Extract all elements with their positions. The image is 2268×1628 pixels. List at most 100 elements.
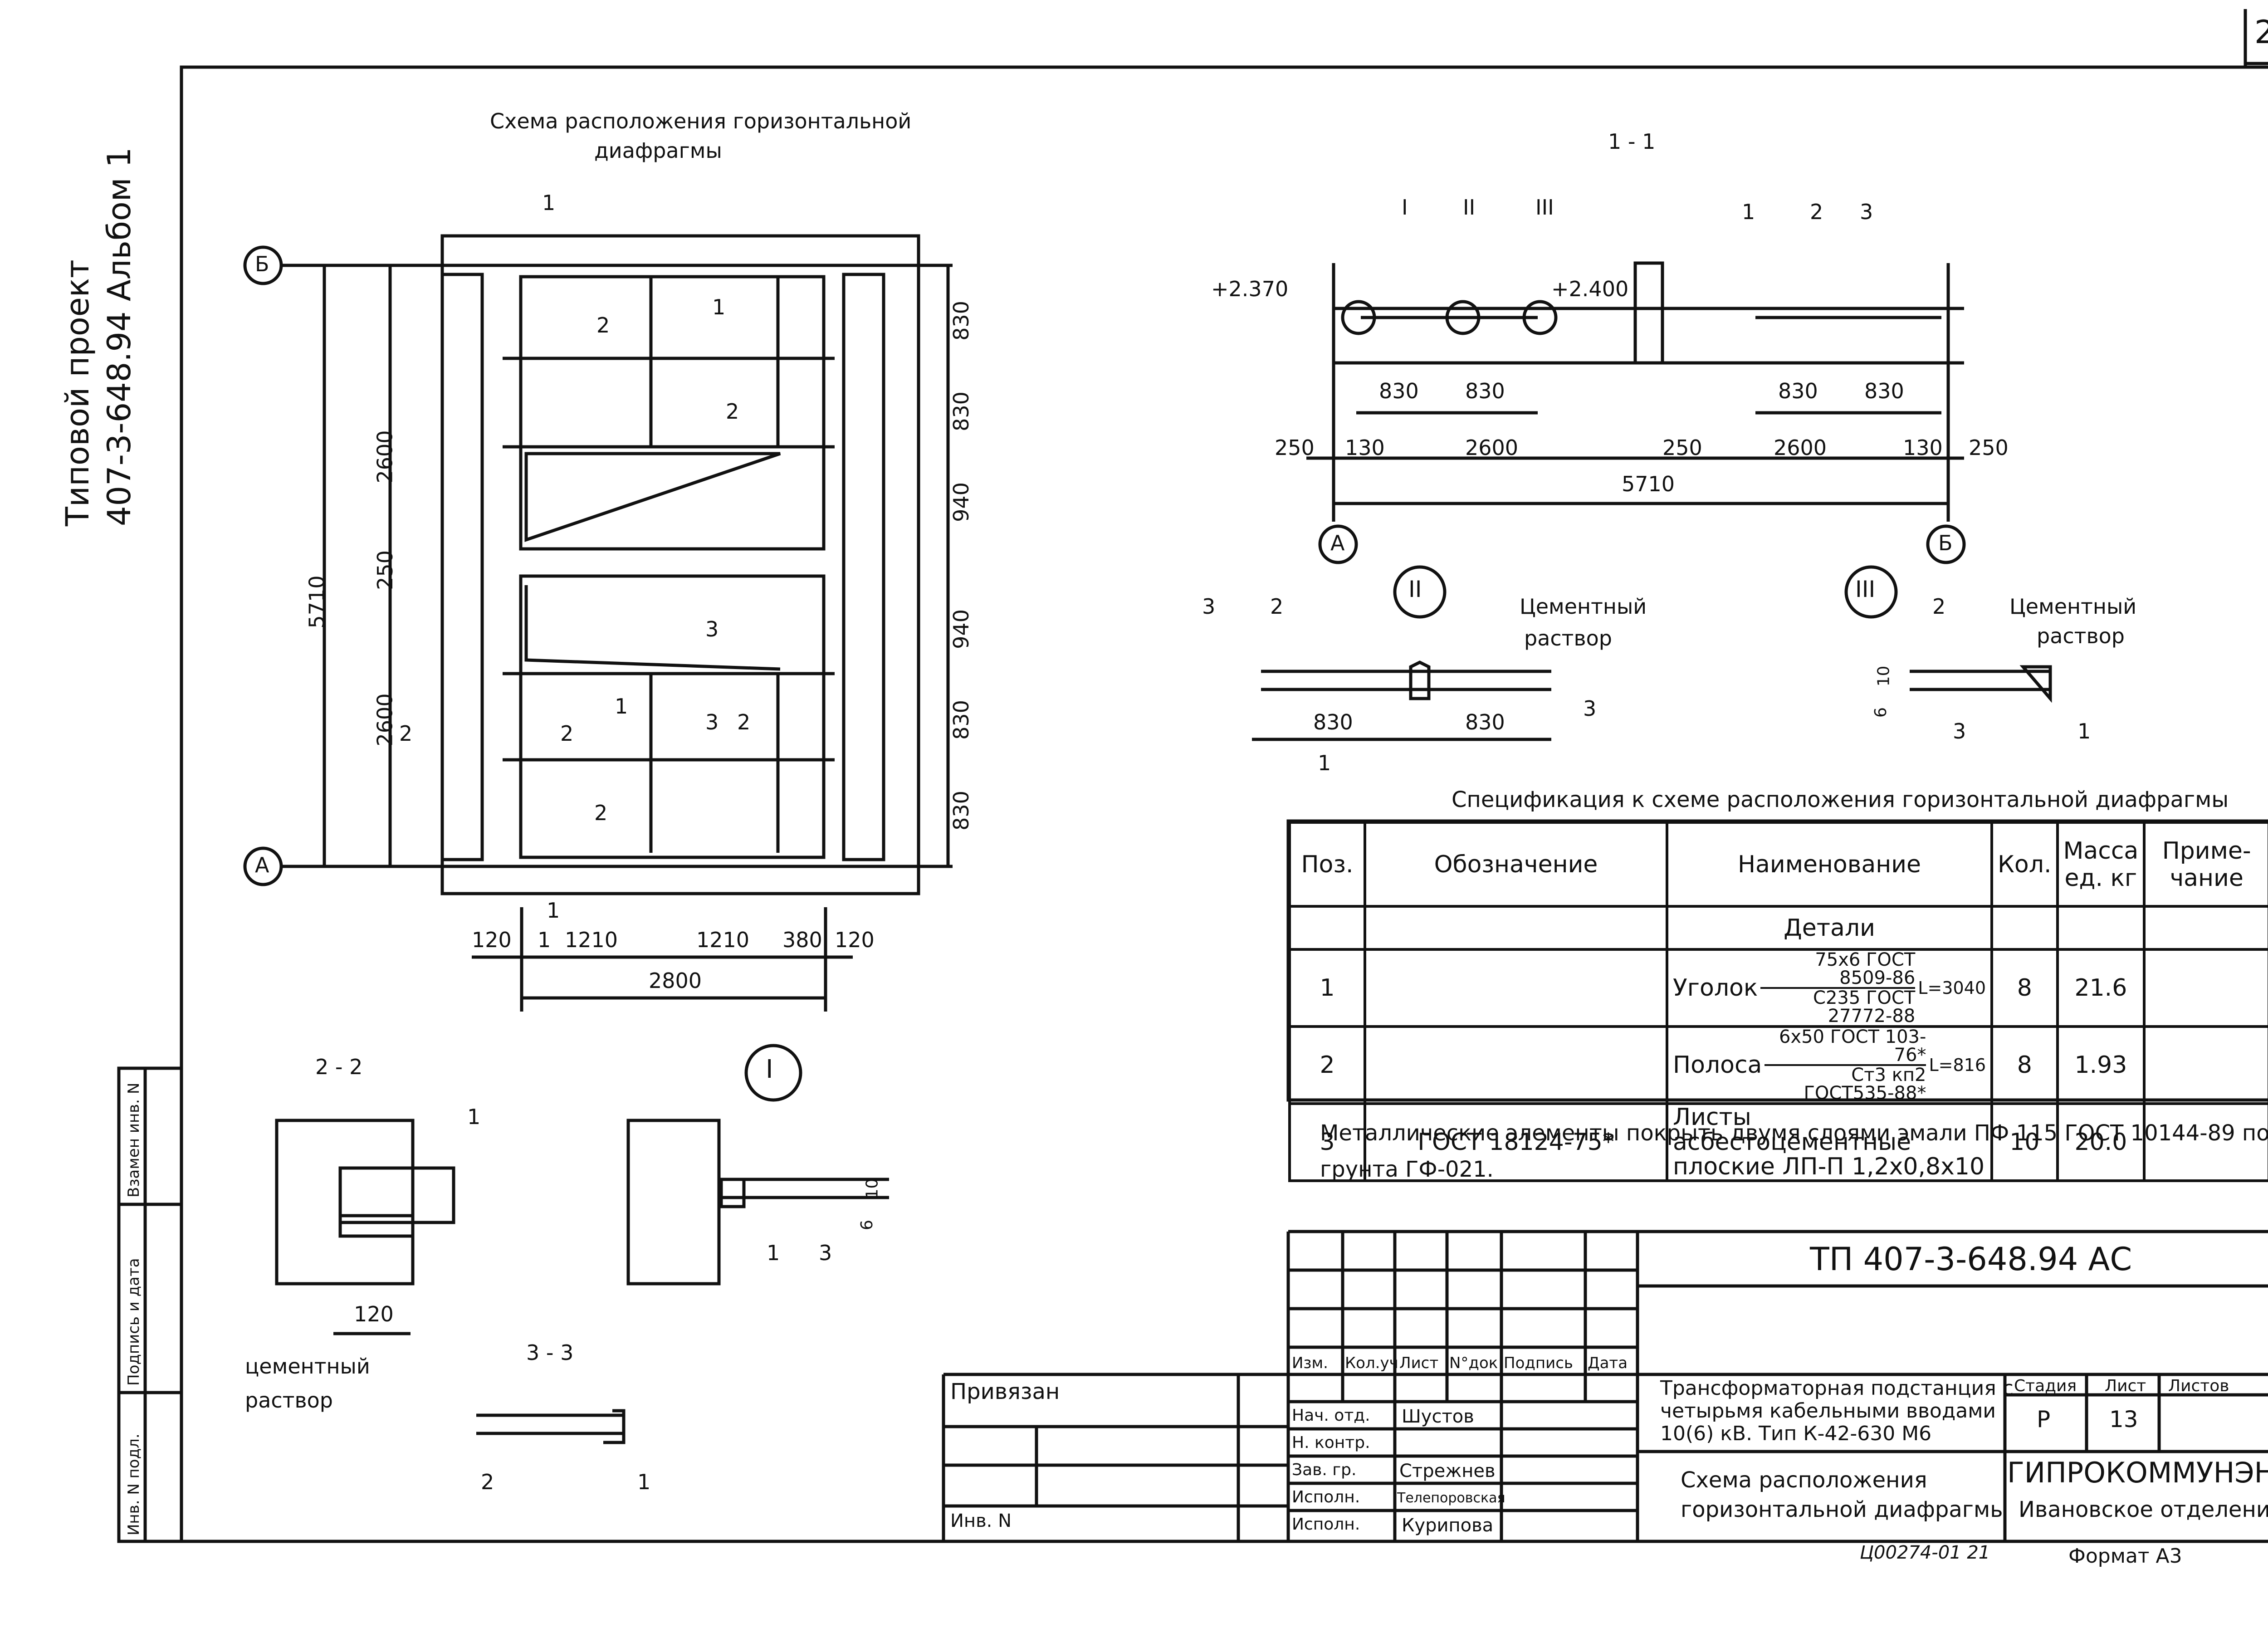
plan-dim-h-3: 1210 [565,928,618,952]
plan-axis-bottom: А [255,853,269,877]
archive-number: Ц00274-01 21 [1860,1542,1990,1563]
plan-drawing [243,234,953,1012]
strip-replaced-inv: Взамен инв. N [125,1082,143,1198]
stamp-role-1: Нач. отд. [1292,1406,1370,1425]
plan-total-width: 2800 [649,968,702,993]
section-1-1-dim-bottom-6: 130 [1903,435,1943,460]
section-1-1-drawing [1306,261,1966,564]
stamp-name-5: Курипова [1402,1515,1494,1536]
node-ii-drawing [1252,565,1551,741]
spec-table: Поз. Обозначение Наименование Кол. Масса… [1288,821,2268,1182]
stamp-h-kol: Кол.уч [1345,1354,1398,1372]
plan-dim-h-1: 120 [472,928,512,952]
node-ii-dim-1: 830 [1313,710,1353,734]
sheet-number: 20 [2254,14,2268,51]
node-iii-roman: III [1855,576,1876,602]
section-1-1-dim-bottom-5: 2600 [1774,435,1827,460]
node-iii-dim-10: 10 [1874,665,1893,687]
section-1-1-total: 5710 [1622,472,1675,496]
node-iii-label-1: Цементный [2009,594,2137,619]
section-1-1-dim-top-3: 830 [1778,379,1818,403]
plan-section-mark-1: 1 [542,191,556,215]
plan-dim-r-6: 830 [948,791,973,831]
section-1-1-dim-bottom-3: 2600 [1465,435,1519,460]
node-iii-dim-6: 6 [1871,707,1890,718]
sec33-part-1: 1 [637,1470,651,1494]
spec-row: 2 Полоса 6х50 ГОСТ 103-76*Ст3 кп2 ГОСТ53… [1288,1025,2268,1105]
spec-note-line2: грунта ГФ-021. [1320,1157,1494,1182]
plan-section-mark-3: 2 [399,721,413,746]
plan-section-mark-5: 3 [705,617,719,641]
node-iii-part-1: 1 [2077,719,2091,743]
plan-callout-3: 2 [726,399,739,424]
project-line-3: 10(6) кВ. Тип К-42-630 М6 [1660,1422,1932,1445]
stamp-h-doc: N°док [1449,1354,1498,1372]
organization-dept: Ивановское отделение [2019,1497,2268,1522]
section-1-1-dim-top-1: 830 [1379,379,1419,403]
section-1-1-dim-top-2: 830 [1465,379,1505,403]
spec-note-line1: Металлические элементы покрыть двумя сло… [1320,1120,2268,1146]
strip-original-inv: Инв. N подл. [125,1433,143,1535]
plan-total-height: 5710 [304,575,329,629]
plan-axis-top: Б [255,252,269,276]
stamp-h-izm: Изм. [1292,1354,1328,1372]
project-line-1: Трансформаторная подстанция с [1660,1377,2014,1400]
section-1-1-dim-top-4: 830 [1864,379,1904,403]
plan-section-mark-6: 3 [705,710,719,734]
node-iii-drawing [1844,565,2052,703]
node-ii-part-2: 2 [1270,594,1284,619]
stamp-role-5: Испoлн. [1292,1515,1360,1534]
stage-value: Р [2037,1406,2051,1432]
plan-dim-r-1: 830 [948,301,973,341]
plan-title-line2: диафрагмы [594,138,722,163]
section-1-1-dim-bottom-7: 250 [1969,435,2009,460]
section-1-1-dim-bottom-4: 250 [1662,435,1702,460]
spec-h-mass: Масса ед. кг [2056,821,2146,908]
plan-dim-r-2: 830 [948,391,973,431]
plan-dim-h-5: 380 [782,928,822,952]
sec22-label-2: раствор [245,1388,333,1413]
plan-section-mark-4: 2 [560,721,574,746]
sheet-header: Лист [2105,1377,2146,1395]
node-ii-part-1: 3 [1202,594,1216,619]
spec-h-name: Наименование [1666,821,1993,908]
sheet-value: 13 [2109,1406,2138,1432]
node-ii-dim-2: 830 [1465,710,1505,734]
node-i-part-1: 1 [767,1241,780,1265]
project-line-2: четырьмя кабельными вводами [1660,1399,1996,1423]
stamp-h-list: Лист [1399,1354,1439,1372]
spec-title: Спецификация к схеме расположения горизо… [1452,787,2229,812]
section-1-1-dim-bottom-1: 250 [1275,435,1315,460]
section-3-3-drawing [476,1409,626,1444]
node-ii-label-1: Цементный [1520,594,1647,619]
plan-dim-h-4: 1210 [696,928,750,952]
drawing-title-2: горизонтальной диафрагмы [1681,1497,2008,1522]
section-1-1-roman-3: III [1535,195,1554,220]
side-label-line1: Типовой проект [59,259,96,526]
plan-callout-2: 1 [712,295,726,319]
plan-dim-r-3: 940 [948,482,973,522]
node-i-roman: I [766,1055,773,1084]
stamp-h-date: Дата [1588,1354,1628,1372]
plan-dim-h-6: 120 [835,928,875,952]
section-1-1-roman-1: I [1402,195,1408,220]
section-1-1-part-2: 2 [1810,200,1823,224]
sec22-title: 2 - 2 [315,1055,363,1079]
stamp-name-1: Шустов [1402,1406,1474,1427]
spec-h-note: Приме- чание [2143,821,2268,908]
spec-row: 3 ГОСТ 18124-75* Листы асбестоцементные … [1288,1102,2268,1182]
section-1-1-level-left: +2.370 [1211,277,1289,301]
node-ii-part-4: 1 [1318,751,1331,775]
spec-h-qty: Кол. [1990,821,2059,908]
node-iii-part-2: 2 [1932,594,1946,619]
sec22-part-1: 1 [467,1105,481,1129]
node-ii-part-3: 3 [1583,696,1597,721]
section-1-1-axis-left: А [1330,531,1345,555]
node-ii-roman: II [1408,576,1422,602]
strip-signature-date: Подпись и дата [125,1258,143,1386]
attached-label: Привязан [950,1379,1060,1404]
node-i-dim-6: 6 [857,1220,876,1230]
plan-dim-v-3: 2600 [372,693,397,747]
section-1-1-axis-right: Б [1938,531,1953,555]
